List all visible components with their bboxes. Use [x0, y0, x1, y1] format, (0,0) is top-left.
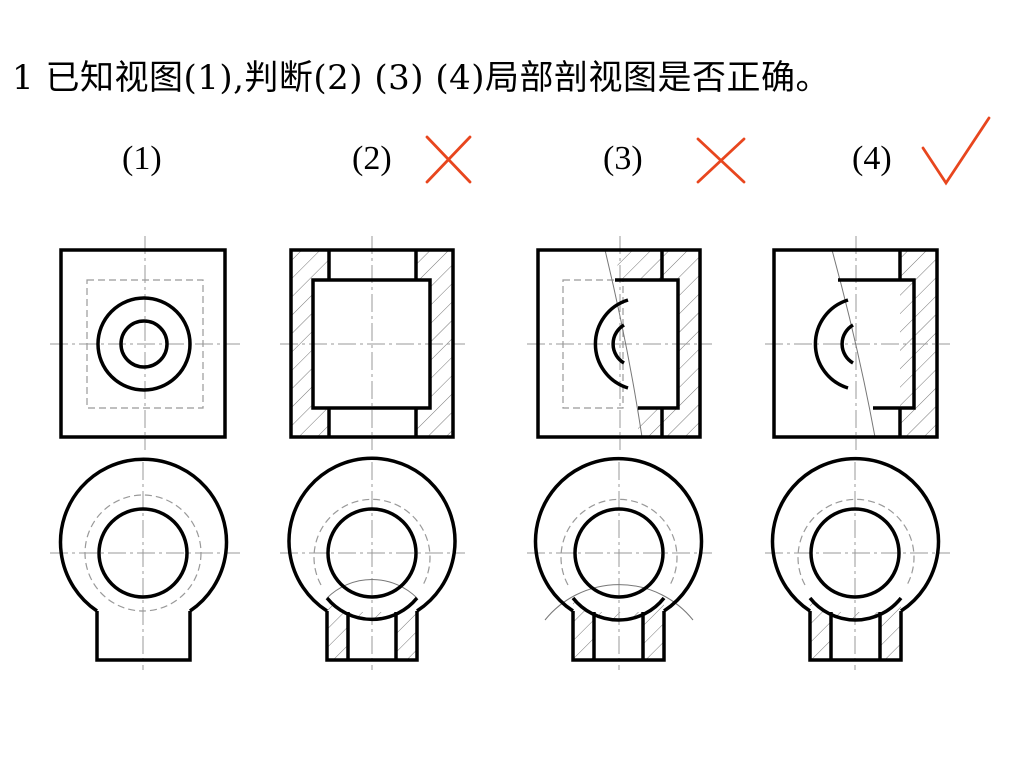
figure-1-top-view [50, 457, 240, 670]
figure-2-label: (2) [352, 140, 392, 177]
problem-title: 1 已知视图(1),判断(2) (3) (4)局部剖视图是否正确。 [12, 58, 831, 98]
figure-3-label: (3) [603, 140, 643, 177]
figure-4-front-view [765, 236, 950, 450]
figure-2-front-view [280, 236, 465, 450]
figure-3-front-view [527, 236, 712, 450]
figure-3-top-view [527, 456, 712, 670]
figure-4-top-view [765, 456, 950, 670]
figure-4-label: (4) [852, 140, 892, 177]
figure-1-label: (1) [122, 140, 162, 177]
cross-mark-icon-3 [696, 137, 746, 184]
cross-mark-icon-2 [425, 135, 472, 184]
figure-2-top-view [280, 456, 465, 670]
figure-1-front-view [50, 236, 240, 450]
check-mark-icon-4 [921, 116, 991, 186]
